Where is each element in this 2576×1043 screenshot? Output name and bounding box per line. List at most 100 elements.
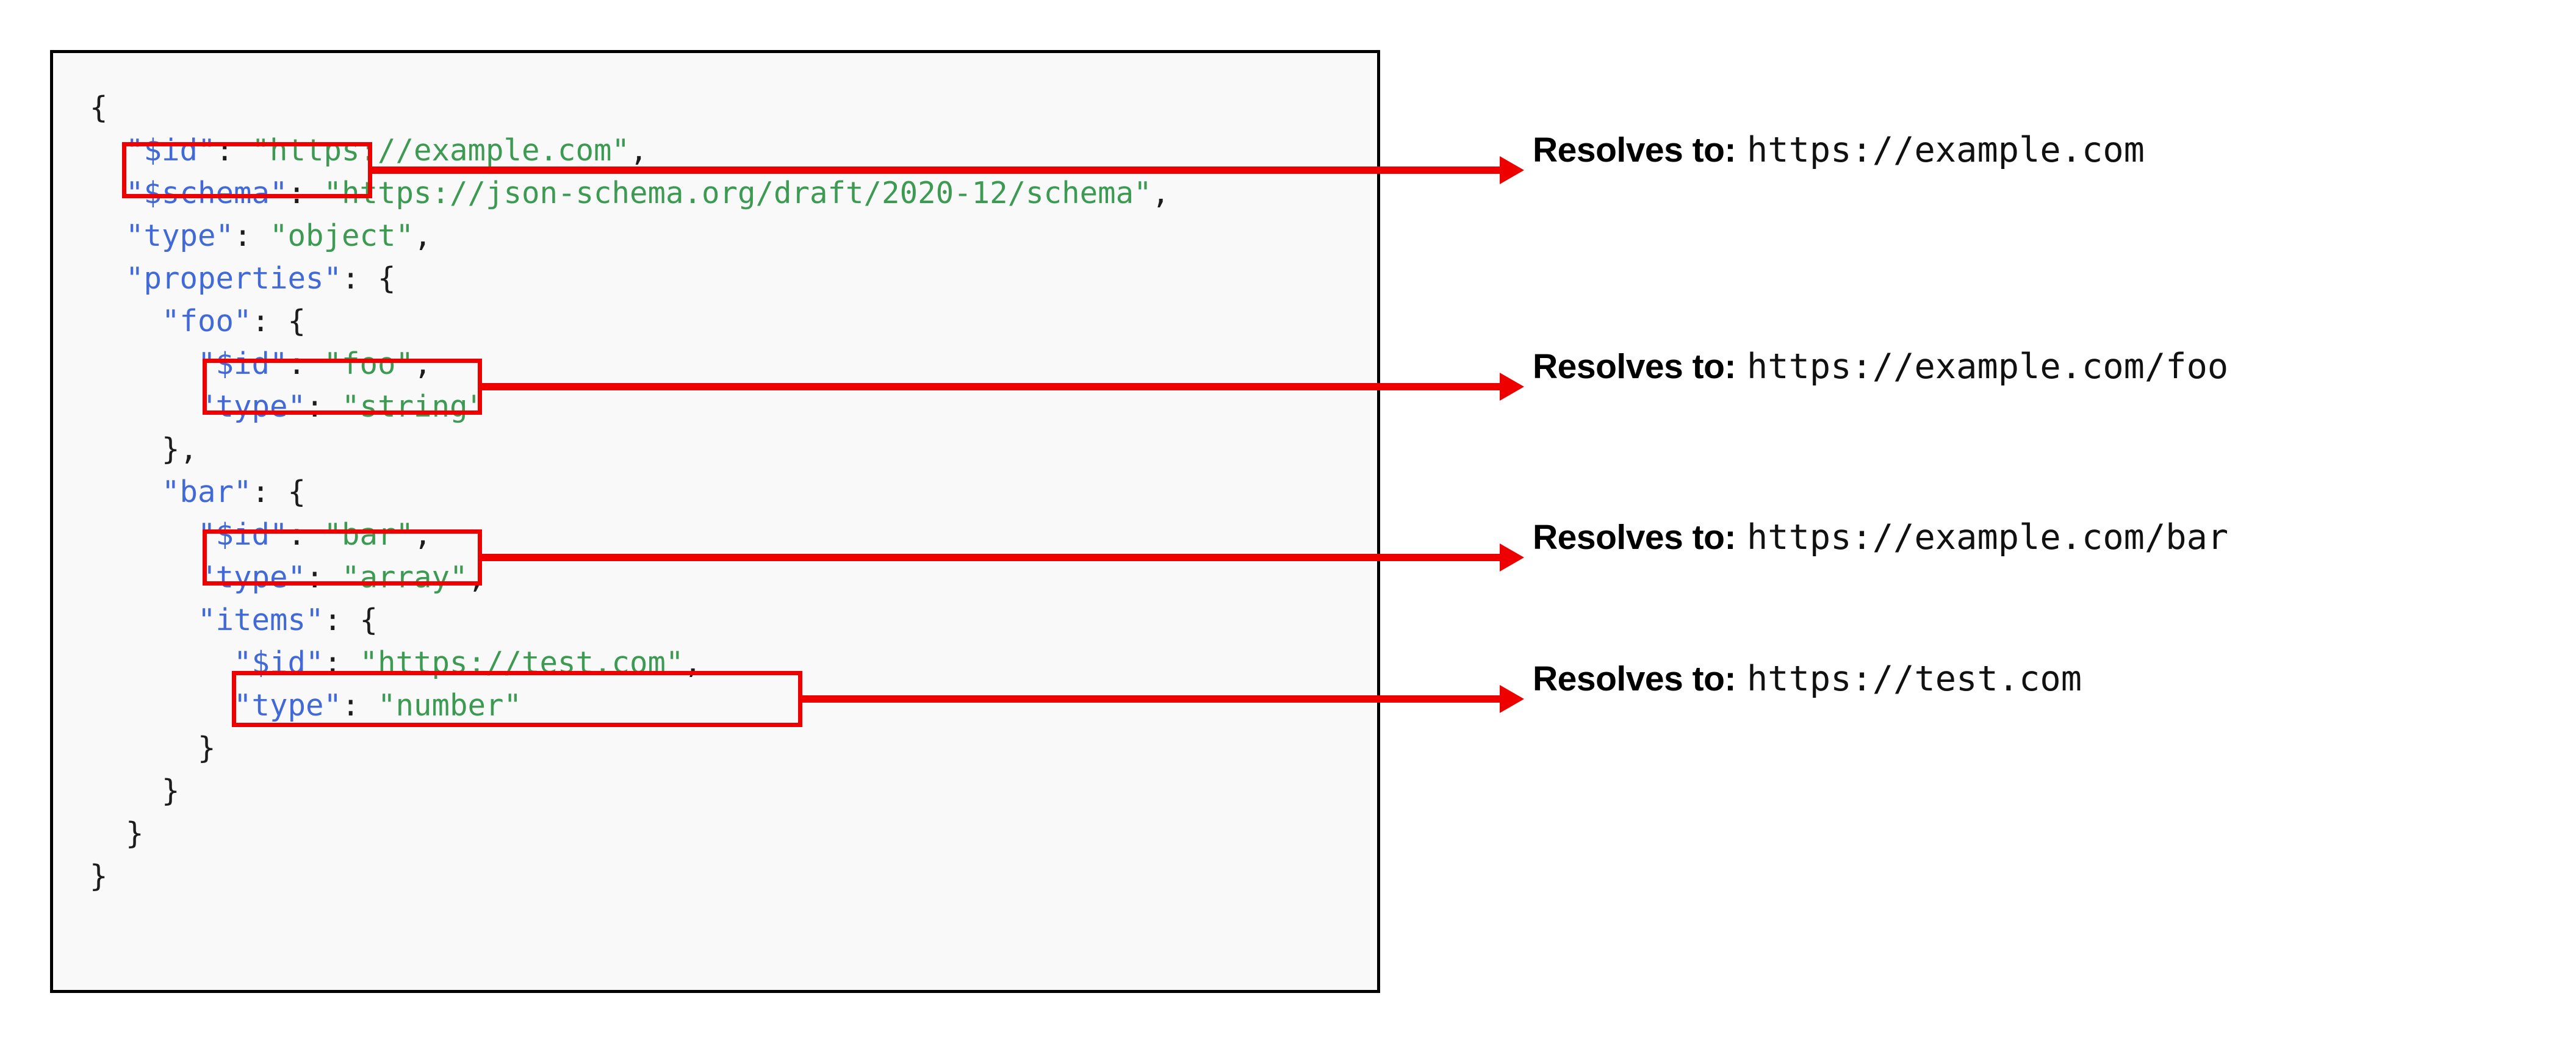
code-token-key: "$schema" [126, 176, 288, 210]
code-indent [90, 133, 126, 168]
code-token-punct: : [287, 346, 324, 381]
code-token-punct: }, [162, 432, 198, 467]
code-indent [90, 816, 126, 851]
code-indent [90, 517, 198, 552]
code-indent [90, 389, 198, 424]
code-token-punct: , [467, 560, 486, 595]
code-line: } [90, 727, 1170, 770]
code-line: "$id": "foo", [90, 343, 1170, 385]
code-indent [90, 731, 198, 765]
code-token-punct: , [414, 218, 432, 253]
code-indent [90, 346, 198, 381]
code-indent [90, 603, 198, 637]
code-token-punct: , [414, 517, 432, 552]
code-token-punct: : [287, 517, 324, 552]
arrow-id-items [802, 685, 1524, 713]
code-indent [90, 176, 126, 210]
resolves-to-bar: Resolves to: https://example.com/bar [1533, 517, 2228, 557]
code-line: "properties": { [90, 257, 1170, 300]
resolves-to-foo: Resolves to: https://example.com/foo [1533, 346, 2228, 387]
json-schema-code-panel: { "$id": "https://example.com", "$schema… [50, 50, 1380, 993]
code-token-key: "properties" [126, 261, 342, 296]
code-line: "type": "array", [90, 556, 1170, 599]
resolved-uri: https://example.com/foo [1746, 346, 2229, 387]
code-indent [90, 560, 198, 595]
code-line: } [90, 855, 1170, 898]
resolved-uri: https://example.com/bar [1746, 517, 2229, 557]
code-line: "bar": { [90, 471, 1170, 514]
code-token-key: "type" [198, 389, 306, 424]
json-schema-code: { "$id": "https://example.com", "$schema… [90, 87, 1170, 898]
code-indent [90, 304, 162, 339]
code-line: } [90, 812, 1170, 855]
code-indent [90, 218, 126, 253]
code-token-key: "$id" [234, 645, 324, 680]
code-token-key: "items" [198, 603, 324, 637]
code-token-punct: } [162, 773, 180, 808]
code-token-str: "foo" [323, 346, 414, 381]
code-line: "$id": "https://test.com", [90, 642, 1170, 684]
code-token-punct: : [215, 133, 252, 168]
code-token-key: "type" [234, 688, 342, 723]
resolves-to-label: Resolves to: [1533, 659, 1736, 698]
code-token-key: "$id" [126, 133, 216, 168]
code-token-key: "foo" [162, 304, 252, 339]
code-indent [90, 688, 234, 723]
code-token-punct: : [342, 688, 378, 723]
code-line: "type": "number" [90, 684, 1170, 727]
code-line: "type": "object", [90, 215, 1170, 257]
code-token-str: "array" [342, 560, 468, 595]
code-token-punct: : [306, 560, 342, 595]
code-token-punct: : [306, 389, 342, 424]
code-token-punct: : [287, 176, 324, 210]
resolves-to-items: Resolves to: https://test.com [1533, 659, 2082, 699]
code-line: "type": "string" [90, 385, 1170, 428]
code-line: { [90, 87, 1170, 129]
code-token-punct: : { [251, 475, 306, 509]
code-line: "foo": { [90, 300, 1170, 343]
code-line: }, [90, 428, 1170, 471]
code-indent [90, 475, 162, 509]
code-line: "items": { [90, 599, 1170, 642]
code-token-str: "bar" [323, 517, 414, 552]
code-token-punct: : { [251, 304, 306, 339]
code-token-str: "string" [342, 389, 486, 424]
code-token-punct: } [90, 859, 108, 894]
code-token-str: "number" [378, 688, 522, 723]
resolves-to-label: Resolves to: [1533, 131, 1736, 170]
code-line: } [90, 770, 1170, 812]
code-token-punct: } [126, 816, 144, 851]
code-token-key: "$id" [198, 346, 288, 381]
code-token-str: "https://example.com" [251, 133, 630, 168]
resolved-uri: https://test.com [1746, 659, 2082, 699]
resolves-to-label: Resolves to: [1533, 518, 1736, 557]
code-token-punct: } [198, 731, 216, 765]
code-line: "$id": "bar", [90, 514, 1170, 556]
code-token-punct: , [1151, 176, 1170, 210]
code-token-key: "type" [126, 218, 234, 253]
code-token-key: "bar" [162, 475, 252, 509]
code-token-str: "https://test.com" [359, 645, 684, 680]
code-token-punct: , [414, 346, 432, 381]
code-token-punct: { [90, 90, 108, 125]
arrow-id-foo [482, 373, 1524, 401]
arrow-id-bar [482, 543, 1524, 572]
code-token-punct: : [234, 218, 270, 253]
code-token-str: "object" [270, 218, 414, 253]
resolves-to-label: Resolves to: [1533, 347, 1736, 386]
code-token-punct: : { [342, 261, 396, 296]
code-line: "$schema": "https://json-schema.org/draf… [90, 172, 1170, 215]
resolves-to-root: Resolves to: https://example.com [1533, 130, 2145, 170]
code-token-str: "https://json-schema.org/draft/2020-12/s… [323, 176, 1152, 210]
arrow-id-root [372, 156, 1524, 184]
resolved-uri: https://example.com [1746, 130, 2145, 170]
code-line: "$id": "https://example.com", [90, 129, 1170, 172]
code-indent [90, 773, 162, 808]
code-indent [90, 645, 234, 680]
code-indent [90, 432, 162, 467]
code-token-punct: : { [323, 603, 378, 637]
code-token-punct: , [683, 645, 702, 680]
code-indent [90, 261, 126, 296]
code-token-punct: : [323, 645, 360, 680]
code-token-key: "type" [198, 560, 306, 595]
